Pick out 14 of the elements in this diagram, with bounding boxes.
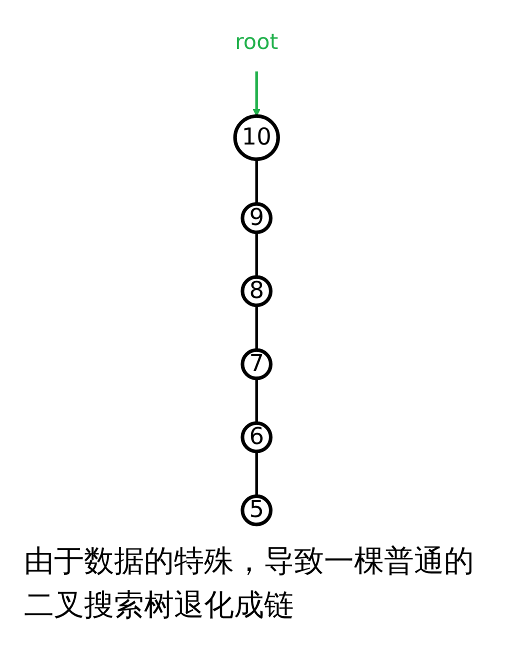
connector bbox=[256, 378, 258, 424]
node-circle: 10 bbox=[234, 114, 280, 161]
connector bbox=[256, 305, 258, 350]
arrow bbox=[253, 71, 261, 116]
node-circle: 9 bbox=[241, 202, 273, 234]
node-circle: 7 bbox=[241, 348, 273, 380]
node-circle: 8 bbox=[241, 275, 273, 308]
node-circle: 5 bbox=[241, 494, 273, 526]
node-text: root bbox=[235, 29, 279, 54]
connector bbox=[256, 451, 258, 496]
connector bbox=[256, 159, 258, 204]
node-circle: 6 bbox=[241, 421, 273, 454]
caption: 由于数据的特殊，导致一棵普通的二叉搜索树退化成链 bbox=[23, 543, 475, 625]
connector bbox=[256, 232, 258, 278]
